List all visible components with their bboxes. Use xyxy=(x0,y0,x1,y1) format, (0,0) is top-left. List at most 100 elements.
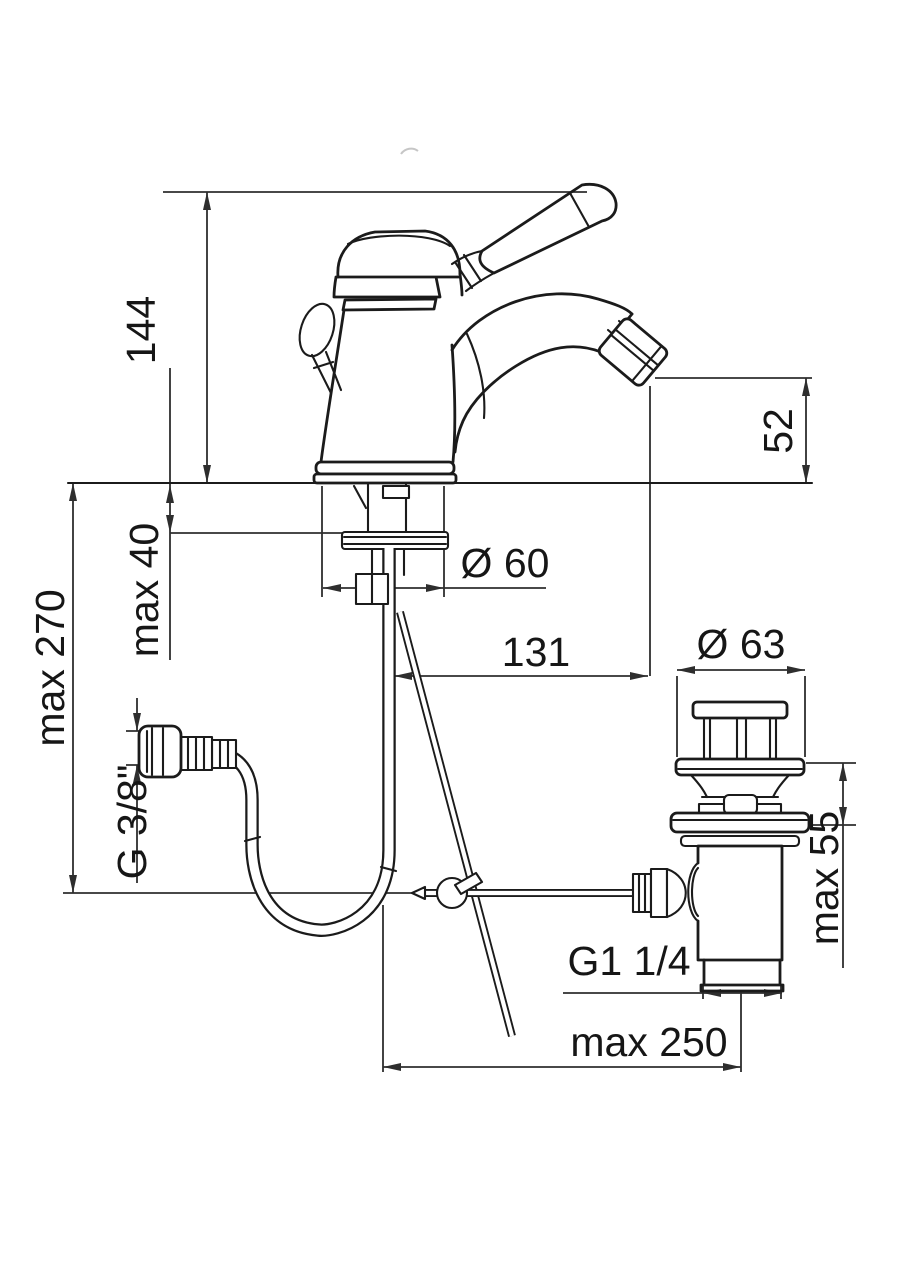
hose-nut-body xyxy=(137,724,183,779)
shank-hatch xyxy=(352,484,368,510)
arrowhead xyxy=(69,875,77,893)
cartridge-cap xyxy=(332,229,464,312)
arrowhead xyxy=(203,192,211,210)
spout-top-edge xyxy=(450,292,634,352)
handle-cap-line xyxy=(568,191,591,229)
arrowhead xyxy=(69,483,77,501)
hose-nut-facets xyxy=(145,726,165,777)
arrowhead xyxy=(133,765,141,783)
waste-cap-top xyxy=(691,700,789,720)
handle-neck xyxy=(450,249,496,293)
arrowhead xyxy=(630,672,648,680)
hose-inner xyxy=(212,548,394,935)
mounting-nut xyxy=(354,572,390,606)
pop-up-waste xyxy=(669,700,811,993)
threaded-shank xyxy=(352,482,411,577)
adapter-ridge-lines xyxy=(186,735,230,772)
dim-overall-height: 144 xyxy=(118,191,587,483)
arrowhead xyxy=(394,672,412,680)
dim-label-base-diameter: Ø 60 xyxy=(461,540,550,586)
waste-body xyxy=(696,844,784,962)
faucet-body xyxy=(312,308,458,485)
supply-hose xyxy=(212,548,398,937)
base-ring-lower xyxy=(312,472,458,485)
faucet xyxy=(298,182,669,485)
spout xyxy=(450,292,634,454)
shank-lower xyxy=(370,547,406,577)
dim-max-deck-waste: max 55 xyxy=(801,762,856,968)
arrowhead xyxy=(166,515,174,533)
rod-tip xyxy=(410,885,427,901)
waste-tailpiece xyxy=(699,958,785,993)
dimension-annotations: 144 52 max 40 max 270 xyxy=(27,191,856,1072)
arrowhead xyxy=(723,1063,741,1071)
coupling-rings xyxy=(637,872,647,914)
dim-label-max-hose-drop: max 270 xyxy=(27,589,73,746)
arrowhead xyxy=(802,465,810,483)
arrowhead xyxy=(787,666,805,674)
dim-label-outlet-height: 52 xyxy=(755,408,801,454)
rod-clamp xyxy=(435,871,484,910)
handle-body xyxy=(478,182,618,275)
aerator xyxy=(597,317,669,387)
dim-base-diameter: Ø 60 xyxy=(321,486,550,597)
dim-label-waste-cap-diameter: Ø 63 xyxy=(697,621,786,667)
lever-handle xyxy=(450,182,618,293)
dim-max-deck-faucet: max 40 xyxy=(121,368,344,660)
dim-spout-reach: 131 xyxy=(394,629,648,680)
arrowhead xyxy=(839,807,847,825)
arrowhead xyxy=(323,584,341,592)
dim-label-waste-thread: G1 1/4 xyxy=(567,938,690,984)
dome-top-line xyxy=(346,234,452,248)
dim-label-max-rod-length: max 250 xyxy=(570,1019,727,1065)
dim-label-max-deck-faucet: max 40 xyxy=(121,523,167,657)
waste-neck xyxy=(689,773,791,799)
waste-ball-socket xyxy=(687,861,700,923)
dim-max-hose-drop: max 270 xyxy=(27,483,412,894)
waste-tab xyxy=(722,793,759,816)
dim-waste-cap-diameter: Ø 63 xyxy=(676,621,806,757)
arrowhead xyxy=(166,485,174,503)
washer-lines xyxy=(342,535,448,546)
arrowhead xyxy=(203,465,211,483)
dim-label-supply-thread: G 3/8" xyxy=(109,765,155,880)
waste-flange xyxy=(674,757,806,777)
hose-adapter xyxy=(178,735,238,772)
product-drawing xyxy=(66,147,814,1038)
pop-up-rod-diagonal xyxy=(396,610,516,1038)
clamp-plate xyxy=(453,871,484,896)
aerator-bands xyxy=(609,328,663,383)
dim-outlet-height: 52 xyxy=(649,377,812,676)
dim-supply-thread: G 3/8" xyxy=(109,698,155,883)
arrowhead xyxy=(839,763,847,781)
waste-locknut xyxy=(669,811,811,834)
coupling-sleeve xyxy=(631,872,653,914)
dim-max-rod-length: max 250 xyxy=(382,905,742,1072)
shank-nut xyxy=(381,484,411,500)
dome xyxy=(336,229,462,279)
hose-segment-ticks xyxy=(243,835,398,873)
rod-coupling xyxy=(631,867,687,919)
waste-cap-walls xyxy=(698,716,782,761)
base-ring-upper xyxy=(314,460,456,476)
coupling-collar xyxy=(649,867,669,919)
body-sides xyxy=(319,308,457,464)
arrowhead xyxy=(426,584,444,592)
cap-band xyxy=(332,272,464,299)
washer-body xyxy=(340,530,450,551)
dim-label-spout-reach: 131 xyxy=(502,629,570,675)
mounting-washer xyxy=(340,530,450,551)
arrowhead xyxy=(677,666,695,674)
dim-label-max-deck-waste: max 55 xyxy=(801,811,847,945)
spout-body-junction xyxy=(465,332,486,420)
scan-artifact xyxy=(400,147,419,155)
dim-label-overall-height: 144 xyxy=(118,296,164,364)
hose-outline xyxy=(212,548,396,937)
arrowhead xyxy=(802,378,810,396)
arrowhead xyxy=(133,713,141,731)
adapter-collar xyxy=(210,738,238,770)
arrowhead xyxy=(383,1063,401,1071)
waste-washer xyxy=(679,834,801,848)
